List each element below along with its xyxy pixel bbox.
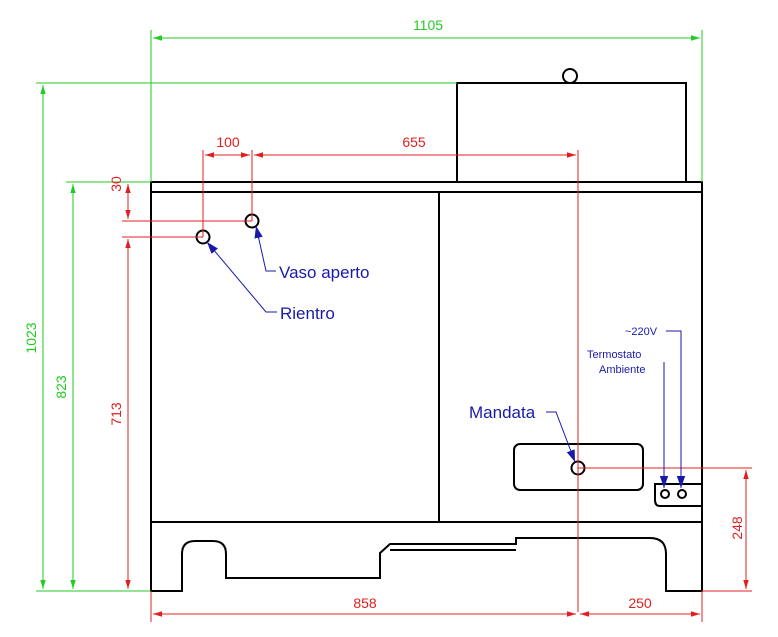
top-unit-box (456, 82, 687, 183)
dim-supply-height: 248 (729, 516, 745, 540)
red-dimensions (122, 150, 752, 622)
dim-top-offset: 30 (108, 176, 124, 192)
dim-total-width: 1105 (413, 17, 443, 33)
machine-outline (150, 68, 703, 592)
return-leader (206, 241, 277, 313)
supply-leader (546, 411, 576, 463)
base-frame (150, 522, 703, 592)
thermostat-connector (660, 489, 670, 499)
dim-return-height: 713 (108, 402, 124, 426)
label-thermostat-line2: Ambiente (599, 364, 645, 376)
label-supply: Mandata (469, 403, 536, 422)
dim-pipe-spacing: 100 (216, 134, 240, 150)
leader-lines (206, 225, 686, 488)
label-expansion-vessel: Vaso aperto (279, 263, 369, 282)
top-unit-knob (562, 68, 578, 84)
dim-supply-to-right: 250 (628, 595, 652, 611)
dim-body-height: 823 (53, 375, 69, 399)
green-dimensions (36, 30, 703, 592)
label-thermostat-line1: Termostato (587, 349, 641, 361)
label-return: Rientro (280, 304, 335, 323)
dim-return-to-supply: 655 (402, 134, 426, 150)
power-connector (677, 489, 687, 499)
main-body (150, 191, 703, 523)
connector-panel (654, 483, 703, 507)
label-power: ~220V (625, 326, 658, 338)
top-plate (150, 181, 703, 193)
dim-total-height: 1023 (23, 322, 39, 353)
vessel-leader (254, 225, 276, 272)
power-leader (666, 330, 686, 488)
dim-left-to-supply: 858 (353, 595, 377, 611)
